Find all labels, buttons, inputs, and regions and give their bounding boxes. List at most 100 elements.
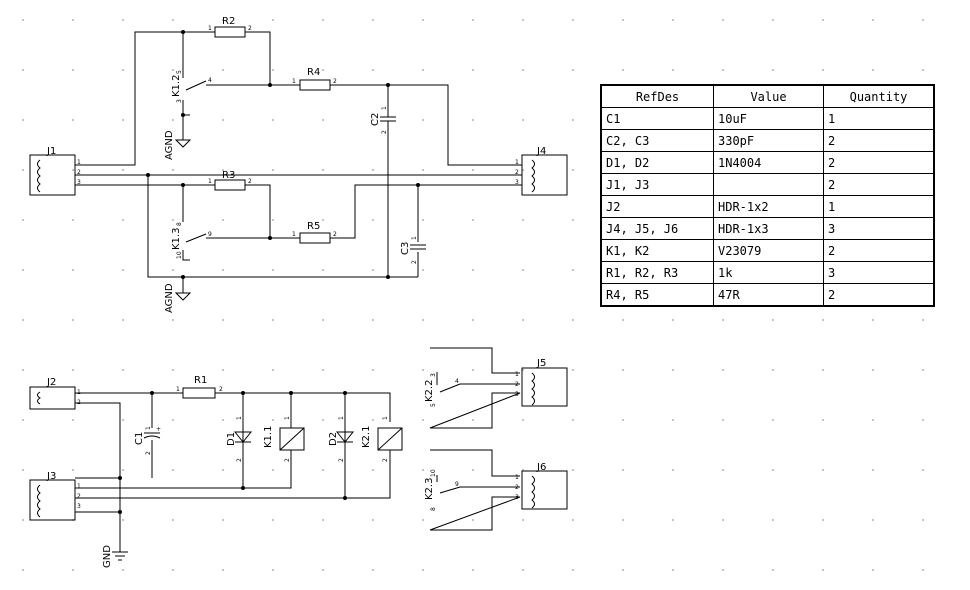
- k1-1-pin2: 2: [284, 458, 291, 462]
- d2-pin2: 2: [338, 458, 345, 462]
- r2-pin2: 2: [248, 25, 252, 32]
- relay-coil-k2-1[interactable]: K2.1 1 2: [361, 416, 403, 462]
- k1-2-pin3: 3: [176, 99, 183, 103]
- connector-j3[interactable]: J3 1 2 3: [29, 471, 81, 521]
- k2-3-pin10: 10: [430, 469, 437, 477]
- bom-cell-value: 1N4004: [713, 151, 824, 174]
- relay-coil-k1-1[interactable]: K1.1 1 2: [263, 416, 305, 462]
- bom-cell-refdes: C2, C3: [600, 129, 714, 152]
- r5-label: R5: [307, 221, 320, 232]
- j1-pin2: 2: [77, 169, 81, 176]
- capacitor-c3[interactable]: C3 1 2: [400, 236, 426, 264]
- k2-2-pin3: 3: [430, 373, 437, 377]
- bom-row[interactable]: J1, J3 2: [600, 173, 935, 196]
- r3-pin1: 1: [208, 178, 212, 185]
- r1-pin2: 2: [219, 386, 223, 393]
- j1-label: J1: [46, 146, 56, 157]
- agnd-symbol-top: AGND: [164, 125, 192, 160]
- bom-cell-quantity: 1: [823, 107, 935, 130]
- bom-header-refdes: RefDes: [600, 84, 714, 108]
- diode-d2[interactable]: D2 1 2: [328, 416, 355, 462]
- bom-cell-refdes: J2: [600, 195, 714, 218]
- resistor-r5[interactable]: R5 1 2: [292, 221, 337, 244]
- relay-k1-3[interactable]: K1.3 8 10 9: [171, 222, 212, 259]
- k2-3-pin9: 9: [455, 481, 459, 488]
- d2-label: D2: [328, 432, 339, 446]
- bom-cell-value: 1k: [713, 261, 824, 284]
- j3-pin1: 1: [77, 483, 81, 490]
- r4-pin2: 2: [333, 78, 337, 85]
- r4-pin1: 1: [292, 78, 296, 85]
- j4-label: J4: [536, 146, 546, 157]
- resistor-r1[interactable]: R1 1 2: [176, 375, 223, 399]
- j5-pin1: 1: [515, 371, 519, 378]
- j6-pin1: 1: [515, 474, 519, 481]
- connector-j4[interactable]: J4 1 2 3: [515, 146, 568, 196]
- diode-d1[interactable]: D1 1 2: [226, 416, 253, 462]
- bom-cell-refdes: D1, D2: [600, 151, 714, 174]
- gnd-label: GND: [102, 545, 113, 568]
- bom-cell-quantity: 1: [823, 195, 935, 218]
- j3-label: J3: [46, 471, 56, 482]
- r2-label: R2: [222, 16, 235, 27]
- capacitor-c2[interactable]: C2 1 2: [370, 106, 396, 134]
- resistor-r4[interactable]: R4 1 2: [292, 67, 337, 91]
- relay-contact-k2-3[interactable]: K2.3 10 8 9: [424, 449, 521, 531]
- j3-pin3: 3: [77, 503, 81, 510]
- bom-cell-value: 10uF: [713, 107, 824, 130]
- j5-pin2: 2: [515, 381, 519, 388]
- k1-3-pin9: 9: [208, 231, 212, 238]
- connector-j5[interactable]: J5 1 2 3: [515, 358, 568, 407]
- bom-cell-quantity: 3: [823, 217, 935, 240]
- connector-j1[interactable]: J1 1 2 3: [29, 146, 81, 196]
- j4-pin1: 1: [515, 159, 519, 166]
- k2-3-pin8: 8: [430, 507, 437, 511]
- j6-pin3: 3: [515, 494, 519, 501]
- relay-k1-2[interactable]: K1.2 5 3 4: [171, 70, 212, 103]
- bom-cell-quantity: 2: [823, 151, 935, 174]
- bom-cell-refdes: J1, J3: [600, 173, 714, 196]
- k2-2-pin5: 5: [430, 403, 437, 407]
- relay-contact-k2-2[interactable]: K2.2 3 5 4: [424, 347, 521, 429]
- c2-pin1: 1: [381, 106, 388, 110]
- r1-label: R1: [194, 375, 207, 386]
- agnd-label-bottom: AGND: [164, 283, 175, 313]
- agnd-label-top: AGND: [164, 130, 175, 160]
- resistor-r2[interactable]: R2 1 2: [208, 16, 252, 38]
- r4-label: R4: [307, 67, 320, 78]
- agnd-symbol-bottom: AGND: [164, 277, 192, 313]
- k2-1-pin1: 1: [382, 416, 389, 420]
- d1-pin1: 1: [236, 416, 243, 420]
- bom-cell-refdes: J4, J5, J6: [600, 217, 714, 240]
- bom-header-value: Value: [713, 84, 824, 108]
- c3-label: C3: [400, 242, 411, 255]
- bom-cell-value: HDR-1x2: [713, 195, 824, 218]
- k1-2-pin4: 4: [208, 77, 212, 84]
- resistor-r3[interactable]: R3 1 2: [208, 170, 252, 191]
- bom-cell-quantity: 2: [823, 173, 935, 196]
- k1-1-pin1: 1: [284, 416, 291, 420]
- bom-cell-refdes: R4, R5: [600, 283, 714, 307]
- c1-pin1: 1: [145, 426, 152, 430]
- k2-2-label: K2.2: [424, 380, 435, 402]
- k1-3-pin10: 10: [176, 251, 183, 259]
- gnd-symbol: GND: [102, 545, 128, 568]
- bottom-wires: [75, 392, 391, 545]
- r1-pin1: 1: [176, 386, 180, 393]
- k1-2-pin5: 5: [176, 70, 183, 74]
- j6-pin2: 2: [515, 484, 519, 491]
- connector-j6[interactable]: J6 1 2 3: [515, 462, 568, 510]
- capacitor-c1[interactable]: C1 1 2 +: [134, 426, 161, 455]
- connector-j2[interactable]: J2 1 2: [29, 377, 81, 410]
